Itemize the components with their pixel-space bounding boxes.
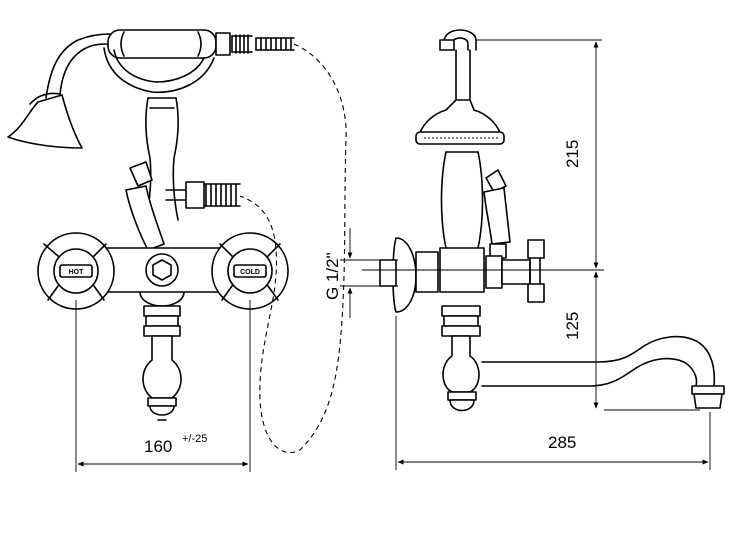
front-spout: [142, 305, 182, 421]
cold-label: COLD: [240, 269, 260, 276]
shower-hose: [239, 43, 347, 454]
side-diverter: [483, 169, 511, 259]
dimension-thread: G 1/2": [323, 228, 398, 318]
dimension-depth: 285: [395, 316, 711, 470]
side-cross-handle: [485, 239, 545, 303]
side-hook: [439, 29, 477, 101]
hose-thread-top: [231, 34, 295, 54]
diverter-lever: [125, 161, 241, 251]
front-view: HOT COLD 160 +/-25: [7, 29, 347, 472]
hot-label: HOT: [69, 269, 85, 276]
hot-handle: HOT: [37, 232, 115, 310]
dim-thread-value: G 1/2": [323, 252, 342, 300]
dimension-width: 160 +/-25: [75, 300, 251, 472]
dim-head-height: 215: [563, 140, 582, 168]
handset: [7, 29, 295, 149]
dim-spout-height: 125: [563, 312, 582, 340]
side-shower-head: [415, 99, 505, 145]
side-spout: [441, 305, 725, 412]
dimension-heights: 215 125: [476, 39, 700, 411]
cold-handle: COLD: [211, 232, 289, 310]
side-view: G 1/2" 215 125 285: [323, 29, 725, 470]
dim-depth-value: 285: [548, 433, 576, 452]
dim-width-value: 160: [144, 437, 172, 456]
wall-flange: [379, 237, 439, 313]
side-body: [439, 151, 485, 293]
dim-width-tolerance: +/-25: [182, 433, 207, 445]
